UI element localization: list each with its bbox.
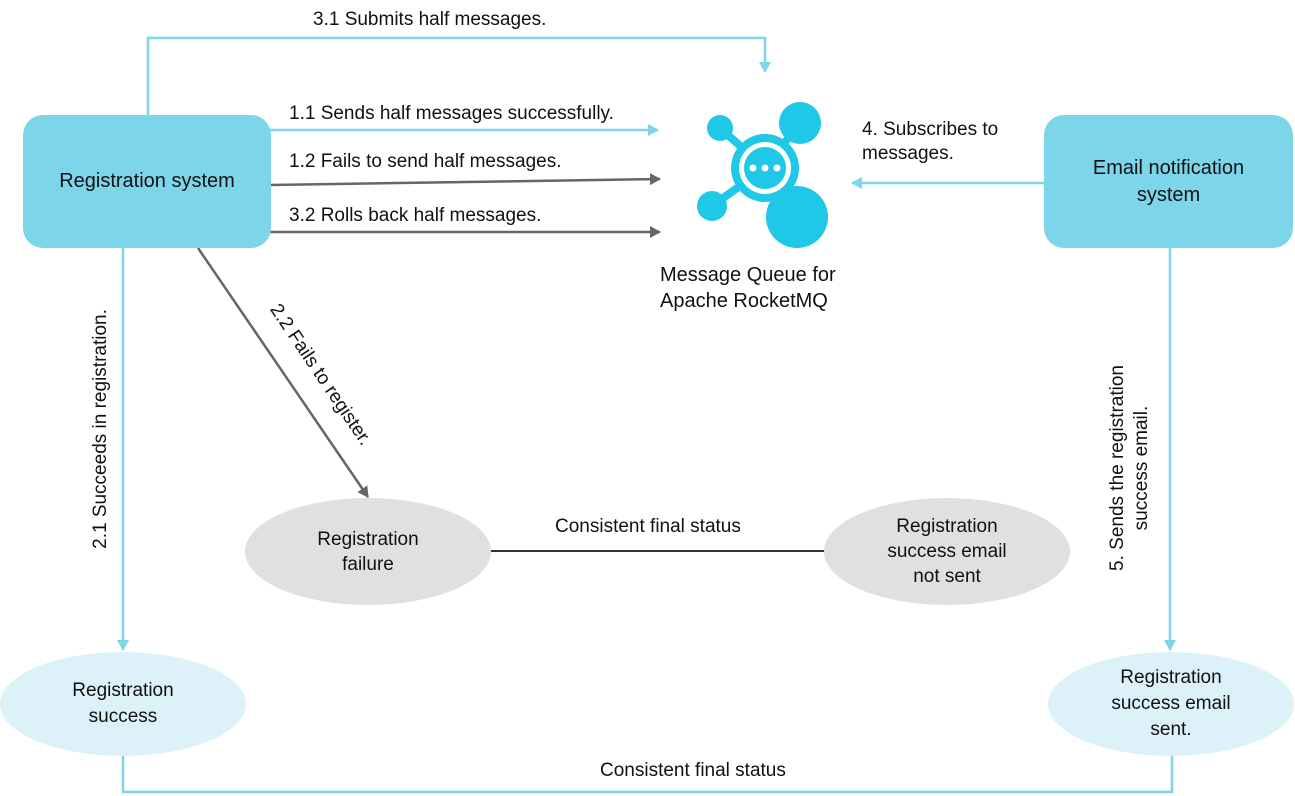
edge-reg-fails	[196, 247, 370, 498]
subscribe-label: 4. Subscribes to messages.	[862, 119, 999, 164]
registration-success-label: Registration success	[72, 680, 174, 727]
registration-success-node: Registration success	[0, 652, 246, 756]
consistent-mid-label: Consistent final status	[555, 516, 741, 537]
send-email-label: 5. Sends the registration success email.	[1107, 365, 1152, 571]
submit-half-label: 3.1 Submits half messages.	[313, 9, 547, 30]
email-not-sent-node: Registration success email not sent	[824, 498, 1070, 605]
email-not-sent-label: Registration success email not sent	[887, 516, 1007, 587]
send-success-label: 1.1 Sends half messages successfully.	[289, 103, 614, 124]
email-system-label: Email notification system	[1092, 156, 1245, 206]
network-hub-icon	[697, 102, 828, 248]
email-sent-node: Registration success email sent.	[1048, 652, 1294, 756]
registration-failure-node: Registration failure	[245, 498, 491, 605]
consistent-bottom-label: Consistent final status	[600, 760, 786, 781]
mq-label: Message Queue for Apache RocketMQ	[660, 264, 836, 312]
email-notification-system-box: Email notification system	[1044, 115, 1293, 248]
registration-system-label: Registration system	[59, 170, 235, 192]
email-sent-label: Registration success email sent.	[1111, 667, 1231, 740]
registration-system-box: Registration system	[23, 115, 271, 248]
registration-failure-label: Registration failure	[317, 528, 419, 575]
edge-submit-half	[146, 36, 771, 118]
reg-succeeds-label: 2.1 Succeeds in registration.	[90, 309, 111, 549]
rollback-label: 3.2 Rolls back half messages.	[289, 205, 542, 226]
send-fail-label: 1.2 Fails to send half messages.	[289, 151, 562, 172]
edge-send-fail	[269, 173, 661, 187]
edge-consistent-bottom	[121, 755, 1174, 794]
